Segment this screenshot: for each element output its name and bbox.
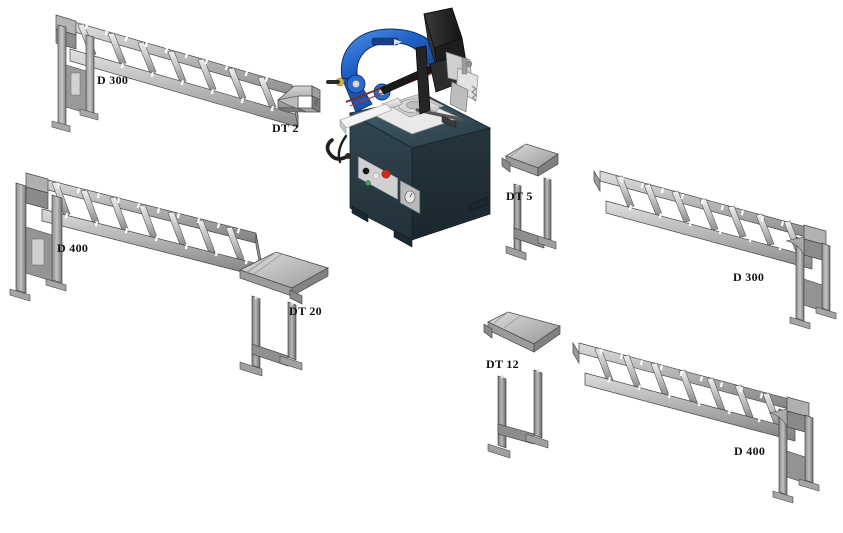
conveyor-leg <box>768 396 820 504</box>
hand-crank[interactable] <box>325 138 351 161</box>
saw-bow-arm[interactable] <box>326 28 449 113</box>
guide-post <box>415 45 431 115</box>
part-d300-right[interactable] <box>590 155 840 330</box>
dt2-bracket-body <box>277 85 321 113</box>
label-dt20: DT 20 <box>289 304 322 318</box>
part-d300-top-left[interactable] <box>30 5 330 150</box>
conveyor-leg <box>51 14 99 133</box>
dt5-leg-stand <box>505 177 557 261</box>
black-button <box>362 167 370 175</box>
part-dt2[interactable] <box>272 78 327 126</box>
bandsaw-machine[interactable] <box>320 7 510 263</box>
red-emergency-stop <box>381 169 391 179</box>
conveyor-frame <box>63 18 299 128</box>
white-button <box>372 172 380 180</box>
label-d300-right: D 300 <box>733 270 765 284</box>
part-d400-left[interactable] <box>8 165 278 315</box>
dt20-table-plate <box>238 251 330 305</box>
label-dt5: DT 5 <box>506 189 533 203</box>
part-dt20[interactable] <box>232 240 342 390</box>
dt12-table-plate <box>483 311 561 353</box>
label-d400-left: D 400 <box>57 241 89 255</box>
part-d400-right[interactable] <box>565 325 830 505</box>
conveyor-frame <box>572 341 796 442</box>
label-d300-top-left: D 300 <box>97 73 129 87</box>
conveyor-frame <box>35 176 263 278</box>
green-button <box>365 180 371 186</box>
label-dt2: DT 2 <box>272 121 299 135</box>
label-dt12: DT 12 <box>486 357 519 371</box>
dt20-leg-stand <box>239 295 303 377</box>
label-d400-right: D 400 <box>734 444 766 458</box>
part-dt12[interactable] <box>482 300 582 470</box>
blade-guide-assembly <box>445 51 479 113</box>
control-panel[interactable] <box>357 155 421 215</box>
dt12-leg-stand <box>487 369 549 459</box>
conveyor-frame <box>593 169 813 270</box>
conveyor-leg <box>9 172 67 302</box>
coolant-hose <box>337 134 348 164</box>
part-dt5[interactable] <box>500 136 590 271</box>
dt5-table-plate <box>501 143 559 177</box>
conveyor-leg <box>785 224 837 330</box>
